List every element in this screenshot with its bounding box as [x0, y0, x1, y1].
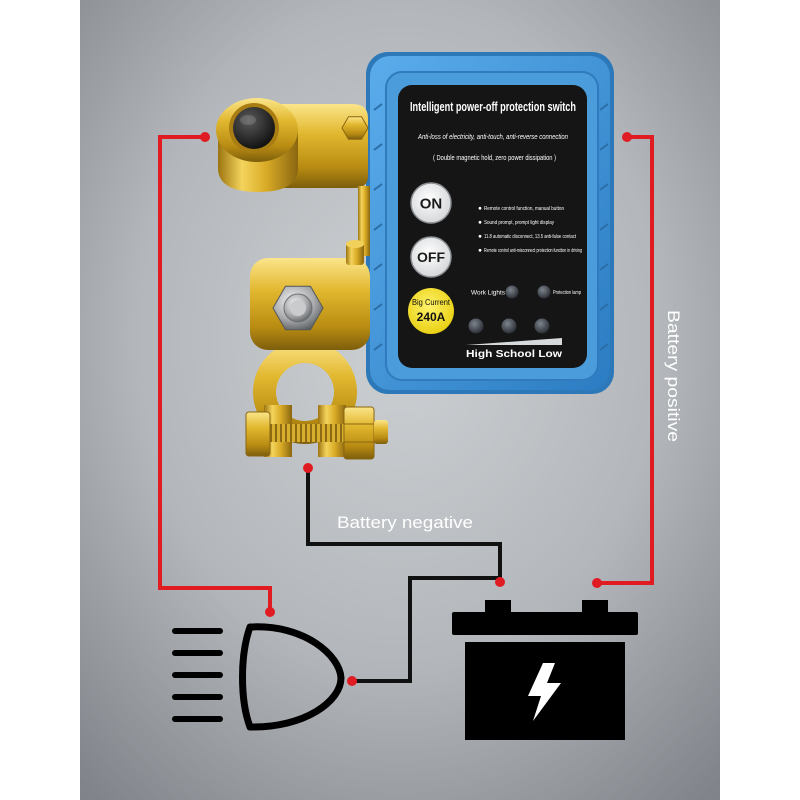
feature-list: Remote control function, manual button S…	[478, 206, 582, 254]
connection-dots	[200, 132, 632, 686]
terminal-cap	[233, 107, 275, 149]
feature-item: 11.8 automatic disconnect, 13.5 anti-fal…	[484, 234, 577, 240]
level-led-middle	[501, 318, 517, 334]
connection-dot	[347, 676, 357, 686]
badge-line-2: 240A	[417, 310, 446, 324]
feature-item: Remote control anti-misconnect protectio…	[484, 248, 582, 254]
lightning-icon	[528, 663, 561, 721]
battery-positive-label: Battery positive	[664, 310, 682, 442]
clamp-hex-nut	[343, 406, 375, 460]
connection-dot	[622, 132, 632, 142]
positive-wire-to-light	[158, 135, 272, 612]
feature-item: Sound prompt, prompt light display	[484, 220, 554, 226]
light-beam-lines	[172, 628, 223, 722]
protection-lamp-led	[537, 285, 551, 299]
connection-dot	[265, 607, 275, 617]
connection-dot	[495, 577, 505, 587]
battery-lid	[452, 612, 638, 635]
connection-dot	[200, 132, 210, 142]
current-rating-badge: Big Current 240A	[408, 288, 454, 334]
level-scale-label: High School Low	[466, 348, 563, 360]
level-slope-indicator	[466, 338, 562, 345]
battery-positive-terminal	[582, 600, 608, 613]
work-lights-label: Work Lights	[471, 290, 506, 297]
control-panel: Intelligent power-off protection switch …	[398, 85, 587, 368]
panel-tagline: Anti-loss of electricity, anti-touch, an…	[417, 134, 568, 141]
negative-wire-from-light	[352, 576, 500, 683]
panel-title: Intelligent power-off protection switch	[410, 99, 576, 114]
level-led-high	[468, 318, 484, 334]
positive-post-terminal	[216, 98, 370, 256]
battery-negative-label: Battery negative	[337, 514, 473, 532]
plate-small-bolt	[346, 240, 364, 265]
battery-icon	[452, 600, 638, 740]
panel-note: ( Double magnetic hold, zero power dissi…	[433, 153, 556, 162]
negative-wire-from-clamp	[306, 468, 502, 582]
off-button-label: OFF	[417, 249, 445, 265]
protection-lamp-label: Protection lamp	[553, 290, 581, 296]
plate-hex-nut	[272, 285, 324, 331]
terminal-nut	[341, 116, 369, 140]
positive-wire-to-battery	[597, 135, 654, 585]
badge-line-1: Big Current	[412, 297, 451, 307]
headlight-icon	[172, 623, 345, 731]
connection-dot	[592, 578, 602, 588]
work-lights-led	[505, 285, 519, 299]
housing-ridges	[373, 103, 609, 351]
headlight-lens	[239, 623, 345, 731]
on-button: ON	[410, 182, 452, 224]
level-led-low	[534, 318, 550, 334]
battery-clamp-icon	[245, 240, 388, 460]
switch-housing: Intelligent power-off protection switch …	[366, 52, 614, 394]
on-button-label: ON	[420, 196, 443, 213]
clamp-square-nut	[245, 411, 271, 457]
feature-item: Remote control function, manual button	[484, 206, 564, 212]
connection-dot	[303, 463, 313, 473]
battery-negative-terminal	[485, 600, 511, 613]
off-button: OFF	[410, 236, 452, 278]
